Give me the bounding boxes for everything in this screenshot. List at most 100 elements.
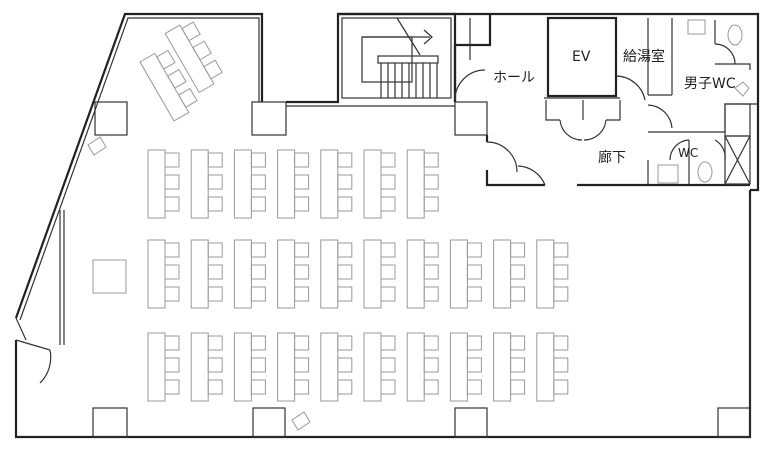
desk-group	[536, 239, 569, 309]
label-wc: WC	[678, 146, 698, 160]
label-mens-wc: 男子WC	[684, 76, 736, 92]
core-walls	[453, 14, 758, 187]
chair	[164, 242, 180, 258]
entrance-door	[15, 317, 52, 384]
chair	[337, 286, 353, 302]
chair	[380, 335, 396, 351]
chair	[294, 264, 310, 280]
columns	[92, 101, 751, 438]
chair	[207, 335, 223, 351]
chair	[164, 286, 180, 302]
desk	[277, 149, 296, 219]
chair	[337, 174, 353, 190]
toilet-icon	[727, 24, 743, 46]
chair	[380, 357, 396, 373]
desk-group	[233, 239, 266, 309]
chair	[250, 264, 266, 280]
chair	[466, 357, 482, 373]
desk-group	[277, 149, 310, 219]
chair	[250, 196, 266, 212]
chair	[466, 286, 482, 302]
chair	[250, 152, 266, 168]
chair	[207, 242, 223, 258]
desk-group	[277, 239, 310, 309]
chair	[164, 174, 180, 190]
chair	[207, 152, 223, 168]
label-elevator: EV	[572, 49, 591, 65]
chair	[380, 196, 396, 212]
chair	[164, 379, 180, 395]
chair	[380, 174, 396, 190]
desk-group	[320, 332, 353, 402]
desk	[363, 332, 382, 402]
chair	[510, 335, 526, 351]
chair	[423, 335, 439, 351]
desk-group	[277, 332, 310, 402]
chair	[337, 242, 353, 258]
desk	[363, 239, 382, 309]
chair	[423, 174, 439, 190]
chair	[250, 174, 266, 190]
trash-bin	[87, 136, 107, 156]
chair	[250, 286, 266, 302]
door-swings	[454, 43, 736, 186]
chair	[337, 357, 353, 373]
desk-group	[147, 239, 180, 309]
desk-group	[363, 332, 396, 402]
sink-icon	[657, 164, 679, 184]
desk	[277, 332, 296, 402]
desk-group	[320, 239, 353, 309]
desk-group	[363, 149, 396, 219]
chair	[553, 264, 569, 280]
chair	[510, 264, 526, 280]
desk	[190, 149, 209, 219]
desk	[233, 239, 252, 309]
chair	[423, 152, 439, 168]
toilet-fixtures	[657, 19, 750, 184]
chair	[510, 286, 526, 302]
desk	[147, 149, 166, 219]
desk	[363, 149, 382, 219]
desk-group	[233, 149, 266, 219]
chair	[423, 379, 439, 395]
chair	[337, 196, 353, 212]
chair	[294, 174, 310, 190]
chair	[250, 242, 266, 258]
desk-group	[320, 149, 353, 219]
chair	[466, 264, 482, 280]
chair	[294, 242, 310, 258]
chair	[510, 357, 526, 373]
chair	[250, 335, 266, 351]
desk	[449, 239, 468, 309]
desk-group	[147, 332, 180, 402]
desk-group	[147, 149, 180, 219]
label-corridor: 廊下	[598, 149, 626, 166]
desk	[190, 239, 209, 309]
chair	[380, 264, 396, 280]
chair	[337, 152, 353, 168]
desk-group	[406, 149, 439, 219]
desk-group	[233, 332, 266, 402]
chair	[164, 152, 180, 168]
chair	[466, 335, 482, 351]
desk	[277, 239, 296, 309]
desk-group	[406, 239, 439, 309]
chair	[510, 379, 526, 395]
chair	[553, 335, 569, 351]
chair	[294, 152, 310, 168]
chair	[466, 242, 482, 258]
chair	[553, 357, 569, 373]
chair	[423, 286, 439, 302]
desk	[493, 332, 512, 402]
desk-group	[363, 239, 396, 309]
desk	[493, 239, 512, 309]
desk	[233, 332, 252, 402]
staircase	[341, 17, 452, 99]
sink-icon	[687, 19, 706, 35]
chair	[380, 379, 396, 395]
desk	[406, 332, 425, 402]
chair	[294, 286, 310, 302]
chair	[207, 286, 223, 302]
desk	[147, 239, 166, 309]
